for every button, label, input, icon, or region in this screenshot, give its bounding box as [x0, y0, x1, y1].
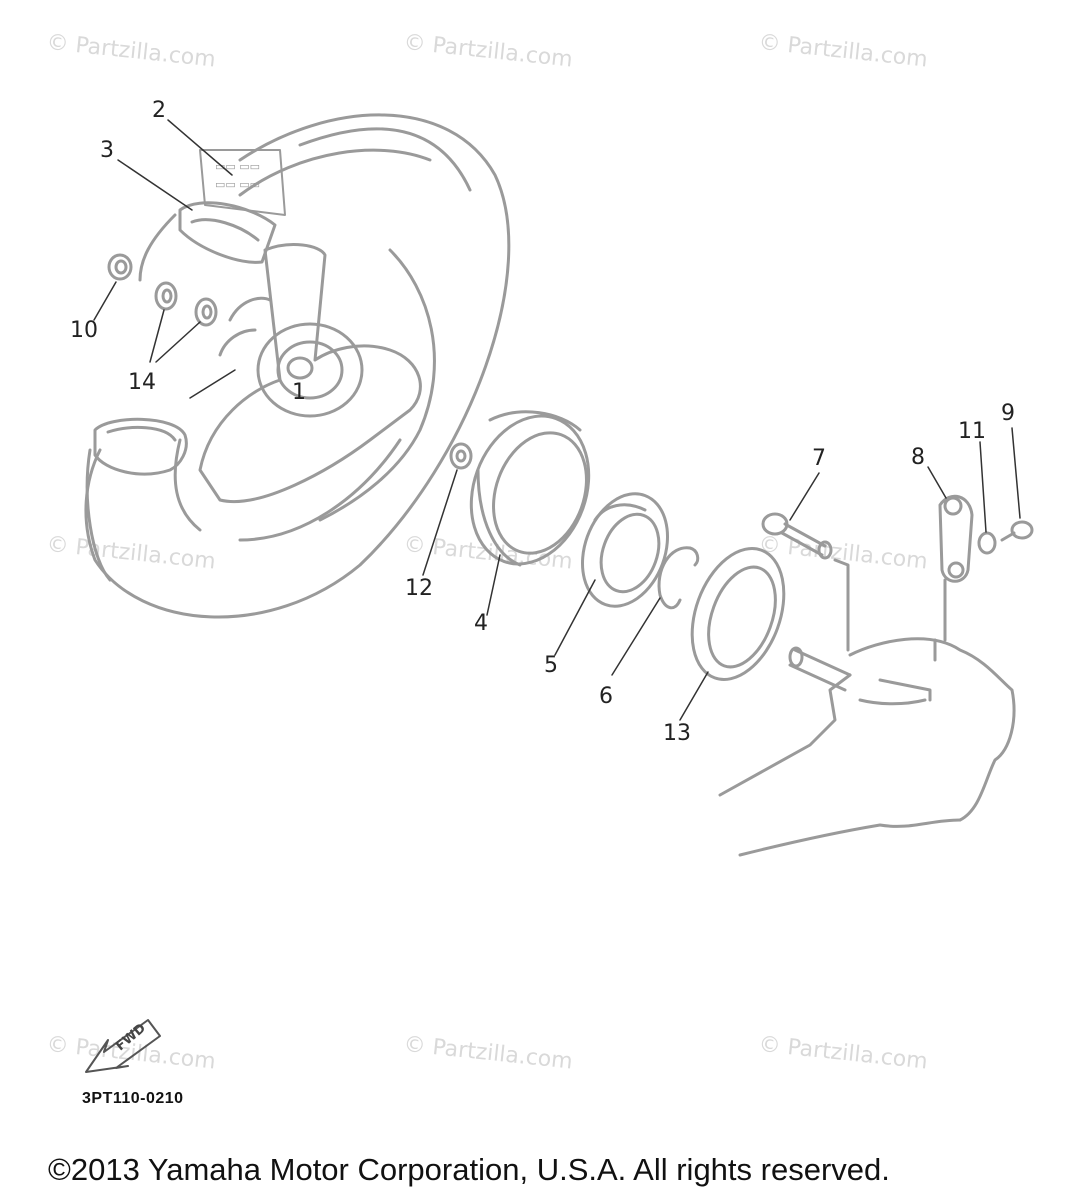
callout-7: 7 — [812, 446, 826, 471]
washer-part — [154, 281, 218, 327]
nut-part — [107, 253, 133, 281]
brake-drum-part — [469, 410, 591, 567]
callout-1: 1 — [292, 380, 306, 405]
callout-8: 8 — [911, 445, 925, 470]
forward-arrow-icon — [85, 1019, 161, 1073]
callout-4: 4 — [474, 611, 488, 636]
callout-3: 3 — [100, 138, 114, 163]
callout-14: 14 — [128, 370, 156, 395]
tire-cutaway — [85, 417, 188, 582]
diagram-code: 3PT110-0210 — [82, 1090, 184, 1107]
copyright-notice: ©2013 Yamaha Motor Corporation, U.S.A. A… — [48, 1152, 890, 1187]
svg-text:▭▭ ▭▭: ▭▭ ▭▭ — [215, 178, 260, 191]
callout-10: 10 — [70, 318, 98, 343]
brake-plate-part — [690, 547, 786, 681]
brake-arm-part — [933, 494, 974, 662]
leader-lines — [93, 119, 1021, 721]
camshaft-part — [761, 512, 850, 652]
engine-case-outline — [718, 637, 1016, 857]
spring-part — [657, 546, 700, 610]
tire-part — [84, 113, 511, 619]
callout-2: 2 — [152, 98, 166, 123]
wheel-hub-part — [198, 243, 436, 522]
arm-nut-part — [977, 531, 997, 555]
callout-5: 5 — [544, 653, 558, 678]
callout-11: 11 — [958, 419, 986, 444]
callout-13: 13 — [663, 721, 691, 746]
callout-12: 12 — [405, 576, 433, 601]
collar-part — [449, 442, 473, 470]
tube-band-part: ▭▭ ▭▭ ▭▭ ▭▭ — [178, 149, 286, 264]
arm-bolt-part — [1000, 520, 1034, 542]
callout-6: 6 — [599, 684, 613, 709]
callout-9: 9 — [1001, 401, 1015, 426]
